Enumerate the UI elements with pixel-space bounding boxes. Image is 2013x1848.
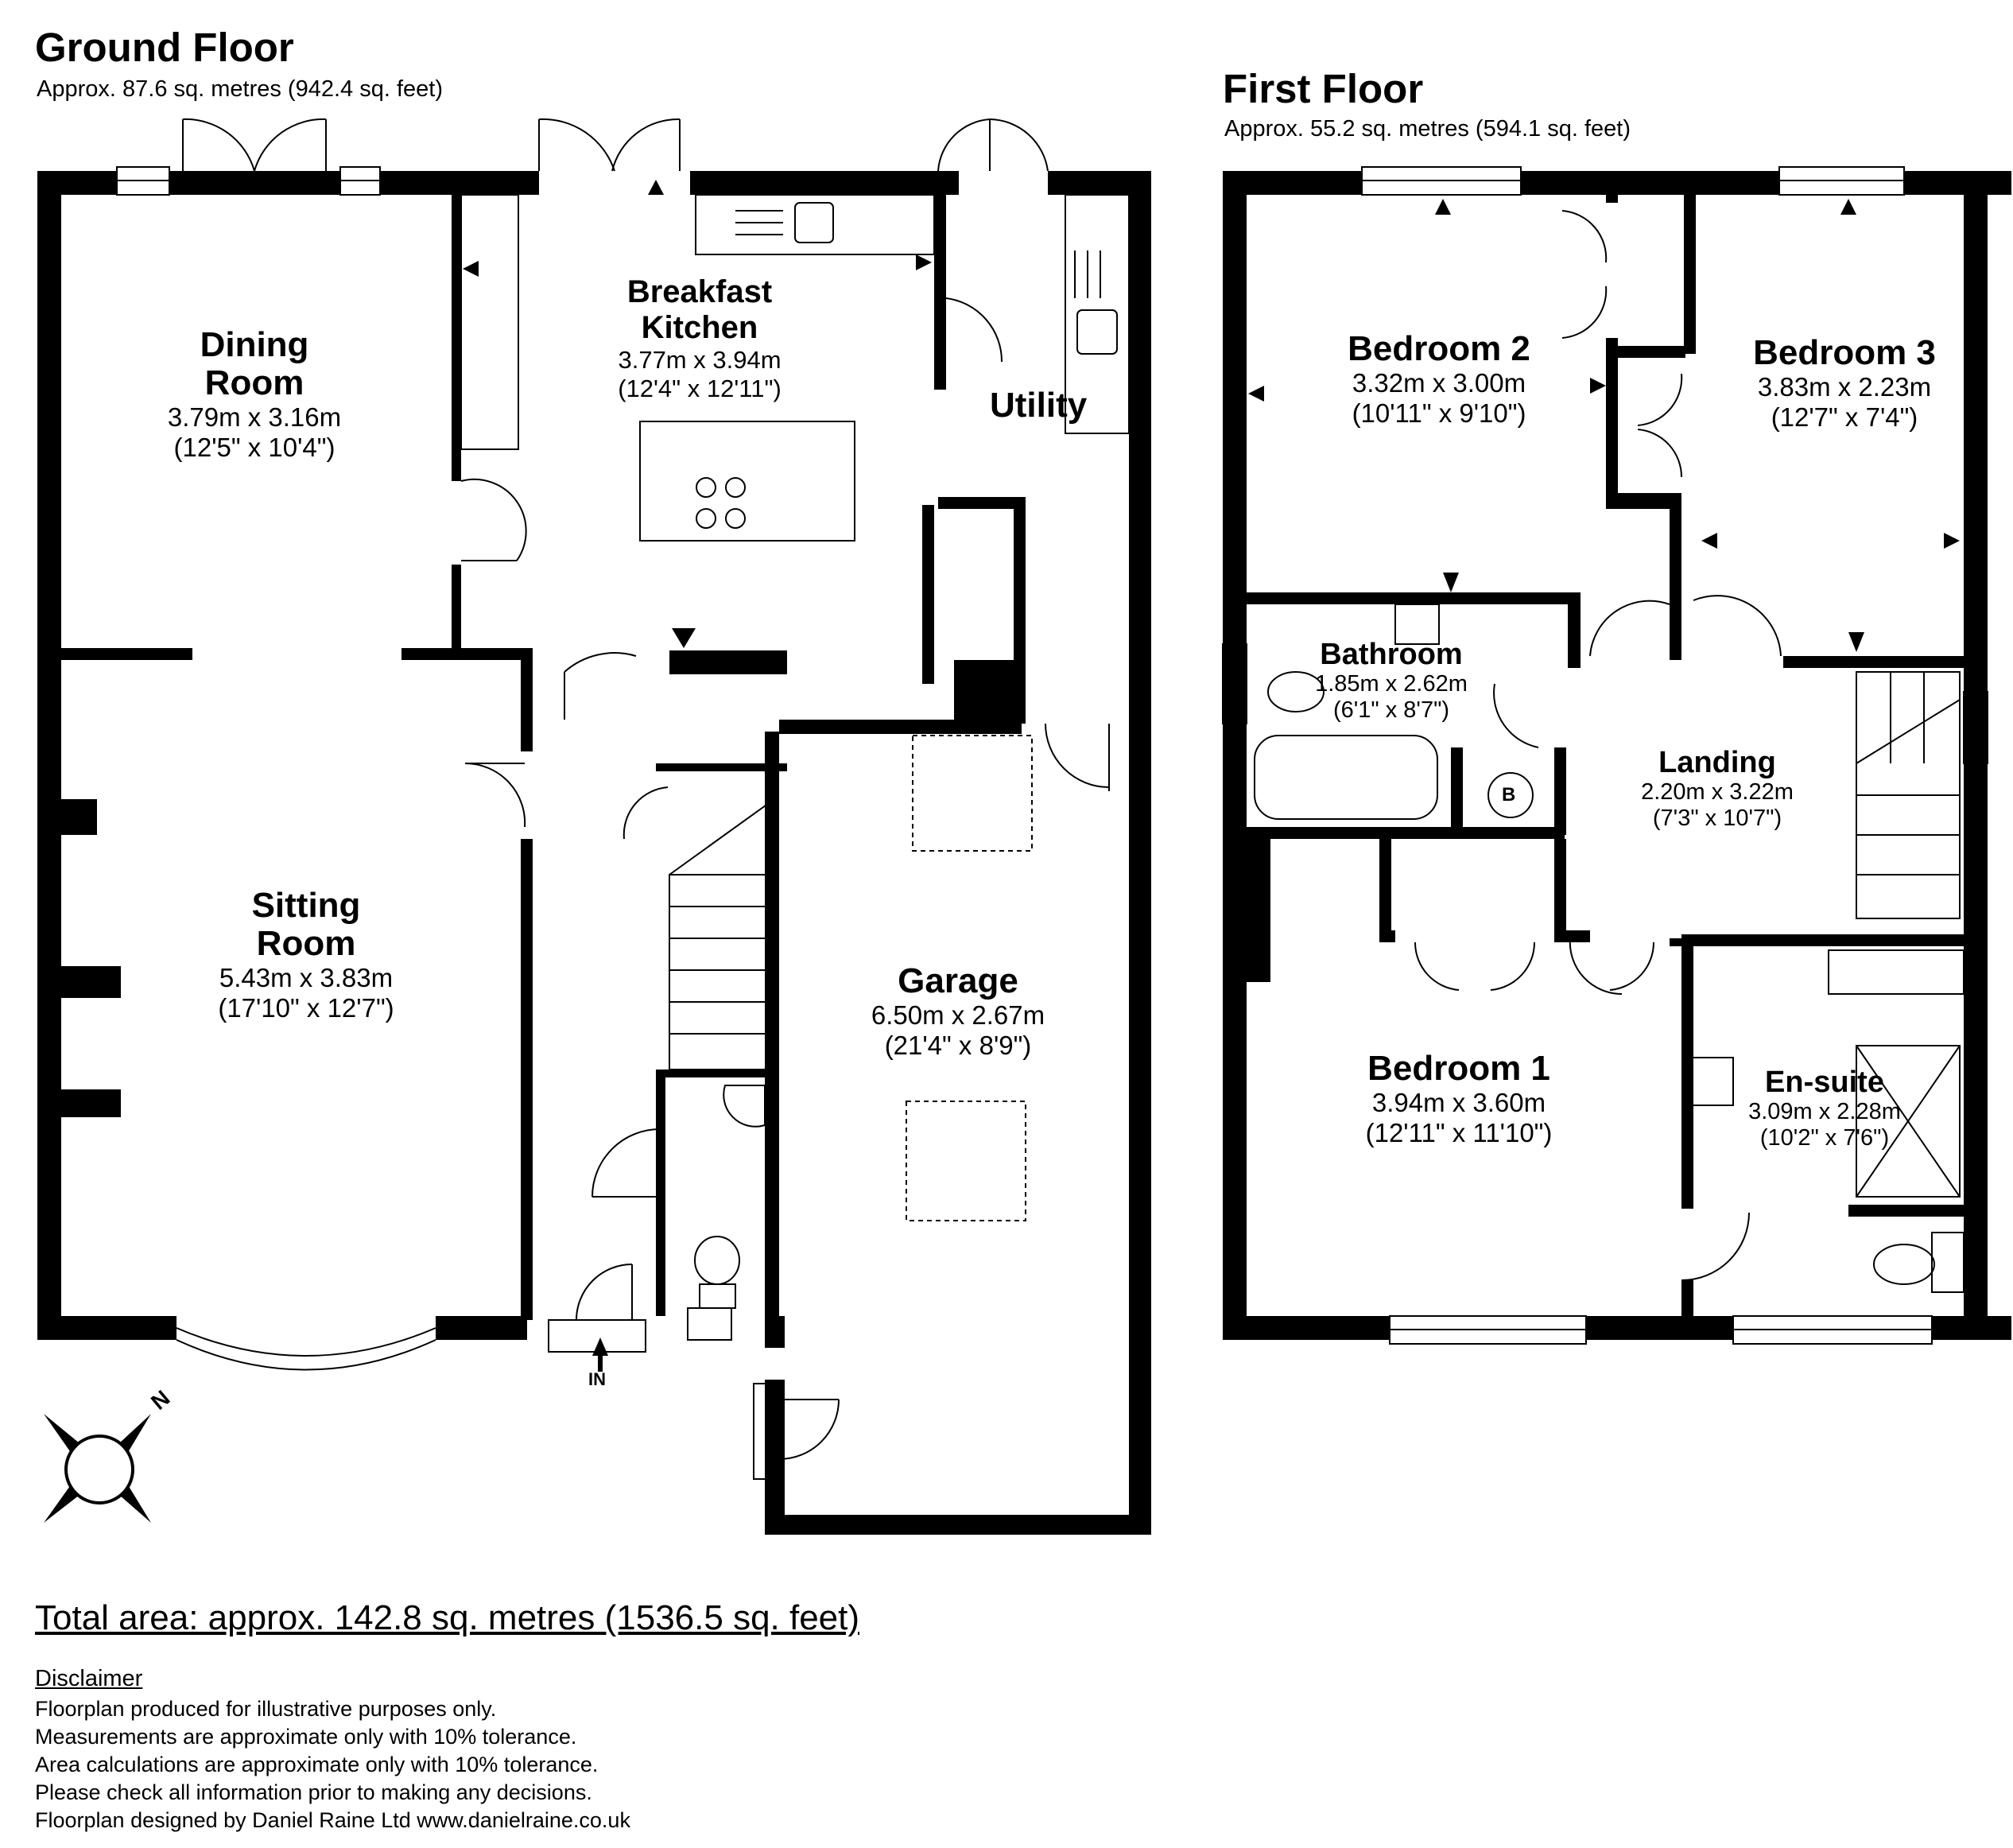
disclaimer-line: Area calculations are approximate only w… <box>35 1753 599 1776</box>
room-imperial: (7'3" x 10'7") <box>1652 806 1782 831</box>
room-name: Bathroom <box>1320 638 1463 671</box>
compass <box>44 1414 151 1523</box>
ground-arrows <box>463 180 932 1372</box>
disclaimer-list: Floorplan produced for illustrative purp… <box>35 1695 630 1834</box>
room-imperial: (12'5" x 10'4") <box>173 433 336 462</box>
room-metric: 1.85m x 2.62m <box>1315 671 1468 697</box>
room-label-kitchen: Breakfast Kitchen 3.77m x 3.94m (12'4" x… <box>580 274 819 403</box>
room-metric: 3.94m x 3.60m <box>1371 1088 1546 1117</box>
room-name: En-suite <box>1765 1066 1884 1099</box>
room-imperial: (10'2" x 7'6") <box>1759 1125 1890 1151</box>
room-metric: 3.09m x 2.28m <box>1748 1099 1901 1124</box>
first-floor-title: First Floor <box>1223 66 1424 111</box>
room-name: Dining Room <box>200 325 309 402</box>
walls <box>37 171 2011 1535</box>
room-metric: 3.32m x 3.00m <box>1352 368 1526 398</box>
room-name: Landing <box>1658 746 1776 779</box>
room-name: Sitting Room <box>251 886 361 963</box>
room-label-bed2: Bedroom 2 3.32m x 3.00m (10'11" x 9'10") <box>1320 330 1558 429</box>
room-metric: 3.83m x 2.23m <box>1757 372 1932 402</box>
room-metric: 3.79m x 3.16m <box>167 402 342 432</box>
room-imperial: (12'7" x 7'4") <box>1771 402 1918 432</box>
room-name: Breakfast Kitchen <box>626 274 773 345</box>
room-imperial: (6'1" x 8'7") <box>1332 697 1450 723</box>
room-name: Utility <box>990 386 1088 425</box>
ground-floor-title: Ground Floor <box>35 25 294 70</box>
boiler-label: B <box>1502 784 1516 806</box>
room-label-landing: Landing 2.20m x 3.22m (7'3" x 10'7") <box>1606 746 1829 832</box>
room-label-dining: Dining Room 3.79m x 3.16m (12'5" x 10'4"… <box>135 326 374 463</box>
room-metric: 5.43m x 3.83m <box>219 963 394 992</box>
room-name: Bedroom 3 <box>1753 333 1936 372</box>
doors-windows-ground <box>116 118 1130 1532</box>
entrance-label: IN <box>588 1369 606 1389</box>
room-name: Bedroom 2 <box>1348 329 1530 368</box>
room-imperial: (21'4" x 8'9") <box>884 1031 1032 1060</box>
room-metric: 6.50m x 2.67m <box>871 1000 1045 1030</box>
ground-floor-area: Approx. 87.6 sq. metres (942.4 sq. feet) <box>37 76 443 102</box>
disclaimer-line: Measurements are approximate only with 1… <box>35 1725 577 1749</box>
room-label-sitting: Sitting Room 5.43m x 3.83m (17'10" x 12'… <box>187 887 425 1023</box>
room-imperial: (12'4" x 12'11") <box>618 375 782 402</box>
room-imperial: (17'10" x 12'7") <box>218 993 394 1023</box>
room-label-bed1: Bedroom 1 3.94m x 3.60m (12'11" x 11'10"… <box>1340 1050 1578 1148</box>
room-label-utility: Utility <box>990 386 1087 425</box>
disclaimer-line: Floorplan produced for illustrative purp… <box>35 1697 497 1721</box>
disclaimer-line: Please check all information prior to ma… <box>35 1780 592 1804</box>
room-label-garage: Garage 6.50m x 2.67m (21'4" x 8'9") <box>839 962 1077 1061</box>
room-label-bathroom: Bathroom 1.85m x 2.62m (6'1" x 8'7") <box>1288 638 1495 724</box>
room-label-ensuite: En-suite 3.09m x 2.28m (10'2" x 7'6") <box>1729 1066 1920 1151</box>
room-metric: 2.20m x 3.22m <box>1641 779 1794 805</box>
room-name: Garage <box>898 961 1018 1000</box>
first-floor-area: Approx. 55.2 sq. metres (594.1 sq. feet) <box>1224 116 1631 142</box>
disclaimer-heading: Disclaimer <box>35 1666 143 1691</box>
room-imperial: (10'11" x 9'10") <box>1352 398 1526 428</box>
room-imperial: (12'11" x 11'10") <box>1365 1118 1553 1147</box>
disclaimer-line: Floorplan designed by Daniel Raine Ltd w… <box>35 1808 630 1832</box>
doors-windows-first <box>1222 166 1988 1345</box>
first-arrows <box>1248 199 1960 652</box>
room-metric: 3.77m x 3.94m <box>618 346 782 374</box>
room-label-bed3: Bedroom 3 3.83m x 2.23m (12'7" x 7'4") <box>1725 334 1964 433</box>
total-area: Total area: approx. 142.8 sq. metres (15… <box>35 1598 860 1637</box>
room-name: Bedroom 1 <box>1367 1049 1550 1088</box>
